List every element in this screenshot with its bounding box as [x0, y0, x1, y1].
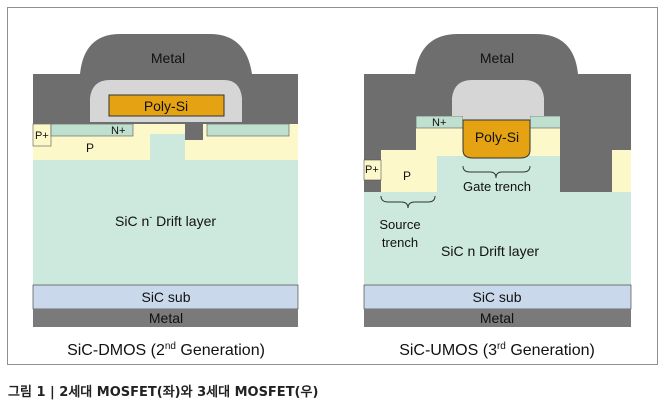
- gate-trench-label: Gate trench: [463, 179, 531, 194]
- dmos-poly-label: Poly-Si: [144, 98, 188, 114]
- dmos-metal-top-label: Metal: [151, 50, 185, 66]
- umos-p-well-mid: [416, 126, 463, 156]
- umos-gate-trench: [462, 119, 531, 159]
- source-trench-label-line2: trench: [382, 235, 418, 250]
- umos-p-plus-label: P+: [365, 164, 379, 176]
- umos-p-well-right: [530, 126, 561, 156]
- dmos-structure: [32, 34, 299, 327]
- dmos-metal-bottom: [33, 309, 298, 327]
- dmos-n-plus-right: [206, 123, 290, 137]
- mosfet-diagram: Metal Poly-Si P+ N+ P SiC n- Drift layer…: [32, 34, 632, 359]
- dmos-drift-layer: [33, 138, 298, 285]
- dmos-drift-label: SiC n- Drift layer: [115, 212, 216, 229]
- dmos-p-plus-label: P+: [35, 130, 49, 142]
- dmos-p-label: P: [86, 141, 94, 155]
- umos-p-label: P: [403, 169, 411, 183]
- umos-metal-bottom: [364, 309, 631, 327]
- dmos-sub-label: SiC sub: [141, 289, 190, 305]
- umos-poly-label: Poly-Si: [475, 129, 519, 145]
- umos-gate-oxide: [452, 80, 544, 126]
- umos-n-plus-right: [529, 115, 562, 129]
- dmos-poly-si: [108, 94, 225, 117]
- dmos-sub: [32, 284, 299, 310]
- umos-drift-label: SiC n Drift layer: [441, 243, 539, 259]
- umos-structure: [363, 34, 632, 327]
- source-trench-brace: [380, 195, 436, 209]
- dmos-caption: SiC-DMOS (2nd Generation): [67, 341, 265, 359]
- dmos-metal-bottom-label: Metal: [149, 310, 183, 326]
- umos-sub-label: SiC sub: [472, 289, 521, 305]
- figure-caption: 그림 1 | 2세대 MOSFET(좌)와 3세대 MOSFET(우): [8, 385, 319, 400]
- umos-n-plus-label: N+: [432, 117, 446, 129]
- umos-metal-top-label: Metal: [480, 50, 514, 66]
- umos-caption: SiC-UMOS (3rd Generation): [399, 341, 595, 359]
- dmos-jfet-gap: [150, 134, 185, 162]
- umos-p-well-far-right: [612, 150, 631, 192]
- dmos-n-plus-label: N+: [111, 125, 125, 137]
- umos-metal-bottom-label: Metal: [480, 310, 514, 326]
- gate-trench-brace: [462, 165, 531, 179]
- source-trench-label-line1: Source: [379, 217, 420, 232]
- umos-p-plus-region: [363, 159, 382, 181]
